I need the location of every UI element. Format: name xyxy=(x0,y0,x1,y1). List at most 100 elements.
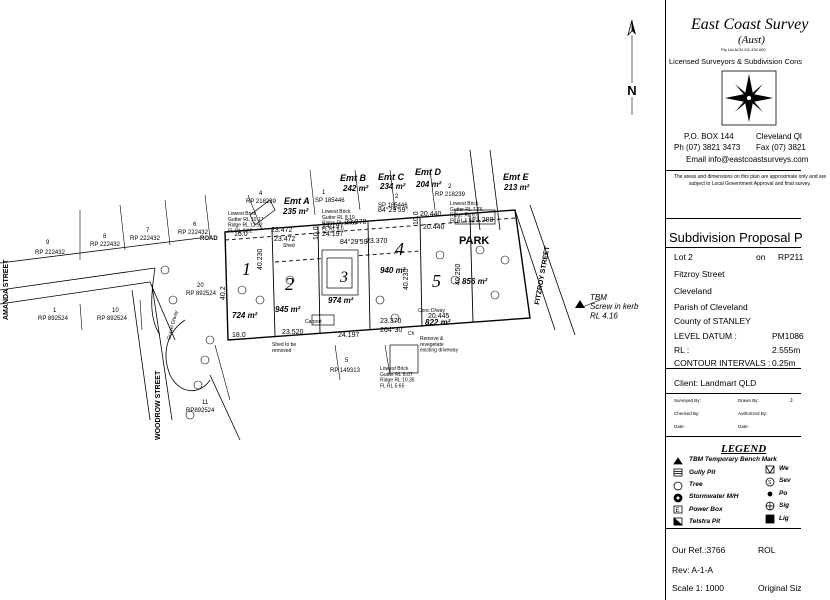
svg-text:24.197: 24.197 xyxy=(322,231,344,238)
legend-title: LEGEND xyxy=(721,443,767,455)
svg-text:Emt D: Emt D xyxy=(415,167,442,177)
legend-item: We xyxy=(779,465,789,472)
svg-text:10.0: 10.0 xyxy=(313,226,320,240)
svg-text:40.235: 40.235 xyxy=(403,268,410,290)
legend-item: Gully Pit xyxy=(689,469,716,476)
svg-text:RP 149313: RP 149313 xyxy=(330,368,361,374)
north-label: N xyxy=(627,83,636,98)
svg-text:9: 9 xyxy=(46,240,50,246)
road-label: ROAD xyxy=(200,236,218,242)
svg-text:16.0: 16.0 xyxy=(234,231,248,238)
svg-text:23.472: 23.472 xyxy=(271,227,293,234)
tree-icon xyxy=(673,481,683,491)
street-label: AMANDA STREET xyxy=(3,259,10,320)
lot-label: Lot 2 xyxy=(674,252,693,262)
legend-item: Sig xyxy=(779,502,790,509)
svg-text:24.197: 24.197 xyxy=(322,223,344,230)
svg-text:856 m²: 856 m² xyxy=(462,277,488,286)
surveyed-by: Surveyed By: xyxy=(674,398,701,403)
date-2: Date: xyxy=(738,424,749,429)
svg-text:RP 222432: RP 222432 xyxy=(35,250,66,256)
svg-text:RP 218239: RP 218239 xyxy=(435,192,466,198)
title-block: East Coast Survey (Aust) Pty Ltd ACN 111… xyxy=(665,0,826,600)
svg-text:242 m²: 242 m² xyxy=(342,184,369,193)
svg-text:2: 2 xyxy=(448,184,452,190)
legend-item: Power Box xyxy=(689,506,723,513)
svg-text:10.0: 10.0 xyxy=(413,211,420,225)
lot-divisions xyxy=(224,213,516,337)
street-label: WOODROW STREET xyxy=(155,370,162,440)
rol: ROL xyxy=(758,545,776,555)
svg-text:RP 892524: RP 892524 xyxy=(186,291,217,297)
level-datum-value: PM1086 xyxy=(772,331,804,341)
county: County of STANLEY xyxy=(674,316,751,326)
neighbour-boundaries xyxy=(79,169,436,401)
checked-by: Checked By: xyxy=(674,411,700,416)
company-email[interactable]: Email info@eastcoastsurveys.com xyxy=(686,155,809,164)
svg-text:RP 222432: RP 222432 xyxy=(130,236,161,242)
svg-text:235 m²: 235 m² xyxy=(282,207,309,216)
svg-text:20: 20 xyxy=(197,283,204,289)
street-address: Fitzroy Street xyxy=(674,269,725,279)
disclaimer-note: The areas and dimensions on this plan ar… xyxy=(673,174,827,187)
svg-text:RP892524: RP892524 xyxy=(186,408,215,414)
legend-symbols-right: S xyxy=(765,465,775,524)
svg-text:974 m²: 974 m² xyxy=(328,296,354,305)
tbm-icon xyxy=(673,457,683,465)
legend-box: LEGEND E TBM Temporary Bench Mark Gully … xyxy=(666,436,801,529)
client-box: Client: Landmart QLD Surveyed By: Drawn … xyxy=(666,368,801,437)
svg-text:8: 8 xyxy=(103,234,107,240)
street-labels: AMANDA STREET WOODROW STREET FITZROY STR… xyxy=(3,235,551,440)
company-city: Cleveland Ql xyxy=(756,132,802,141)
svg-text:1: 1 xyxy=(322,190,326,196)
contour-label: CONTOUR INTERVALS : xyxy=(674,358,771,368)
company-header: East Coast Survey (Aust) Pty Ltd ACN 111… xyxy=(666,0,808,171)
svg-text:234 m²: 234 m² xyxy=(379,182,406,191)
svg-text:5: 5 xyxy=(432,271,441,291)
proposal-details: Subdivision Proposal P Lot 2 on RP211 Fi… xyxy=(666,218,804,369)
plan-number: RP211 xyxy=(778,252,804,262)
legend-symbols: E xyxy=(673,457,684,526)
svg-text:Shed: Shed xyxy=(283,243,295,249)
existing-buildings xyxy=(249,199,496,374)
svg-text:Ch: Ch xyxy=(408,331,415,337)
svg-text:Emt C: Emt C xyxy=(378,172,405,182)
gully-pit-icon xyxy=(673,468,683,477)
power-pole-icon xyxy=(767,491,773,497)
svg-text:84°29'59": 84°29'59" xyxy=(340,238,370,246)
svg-text:E: E xyxy=(676,508,680,514)
reference-box: Our Ref.:3766 ROL Rev: A-1-A Scale 1: 10… xyxy=(666,528,801,600)
svg-text:23.472: 23.472 xyxy=(274,236,296,243)
legend-item: Telstra Pit xyxy=(689,518,721,525)
svg-text:RP 222432: RP 222432 xyxy=(178,230,209,236)
company-registration: Pty Ltd ACN 111 434 000 xyxy=(721,47,766,52)
svg-text:Emt B: Emt B xyxy=(340,173,367,183)
svg-text:2: 2 xyxy=(395,194,399,200)
water-icon xyxy=(765,465,775,474)
power-box-icon xyxy=(673,505,683,514)
parish: Parish of Cleveland xyxy=(674,302,748,312)
svg-text:40.250: 40.250 xyxy=(455,263,462,285)
drawn-by: Drawn By: xyxy=(738,398,759,403)
svg-text:2: 2 xyxy=(285,274,294,294)
svg-text:940 m²: 940 m² xyxy=(380,266,406,275)
svg-text:213 m²: 213 m² xyxy=(503,183,530,192)
legend-item: Tree xyxy=(689,481,703,488)
company-name: East Coast Survey xyxy=(691,16,809,33)
svg-text:23.370: 23.370 xyxy=(345,219,367,226)
svg-text:23.520: 23.520 xyxy=(282,329,304,336)
svg-text:SP 185446: SP 185446 xyxy=(378,203,408,209)
company-tagline: Licensed Surveyors & Subdivision Cons xyxy=(669,57,802,66)
svg-text:23.370: 23.370 xyxy=(380,318,402,325)
svg-text:Emt A: Emt A xyxy=(284,196,310,206)
legend-item: TBM Temporary Bench Mark xyxy=(689,456,777,463)
svg-text:84°29'59": 84°29'59" xyxy=(378,206,408,214)
svg-text:40.230: 40.230 xyxy=(257,248,264,270)
svg-text:4: 4 xyxy=(259,191,263,197)
svg-text:Conc D/way: Conc D/way xyxy=(418,308,445,314)
